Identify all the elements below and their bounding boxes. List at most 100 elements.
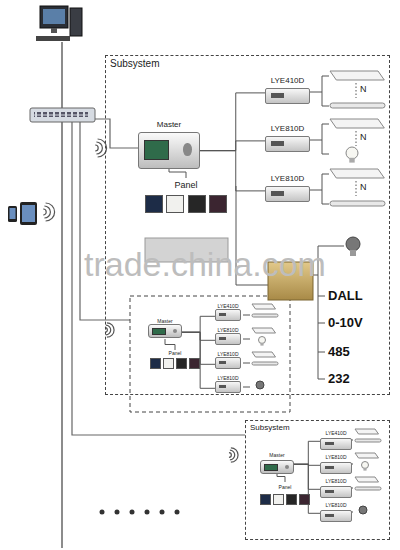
monitor: [40, 6, 68, 28]
dimmer-module: LYE810D: [215, 351, 241, 370]
dimmer-module: LYE410D: [265, 74, 310, 101]
subsystem-box: SubsystemMasterPanel LYE410D LYE810D LYE810…: [245, 420, 390, 540]
master-knob: [173, 329, 177, 333]
wall-panel: [163, 358, 174, 369]
terminal: [271, 191, 284, 196]
panel-lamp: [355, 453, 379, 458]
phone-screen: [10, 208, 16, 219]
terminal: [325, 466, 334, 469]
wall-panel: [150, 358, 161, 369]
phone: [8, 206, 17, 222]
device-label: Master: [138, 118, 200, 132]
tablet: [20, 202, 37, 225]
signal-name: DALL: [328, 288, 363, 304]
subsystem-title: Subsystem: [106, 56, 389, 72]
subsystem-title: Subsystem: [246, 421, 389, 435]
load-wire: [310, 124, 329, 154]
wifi-symbol: [44, 206, 50, 218]
wifi-symbol: [46, 203, 55, 221]
tube-lamp: [355, 439, 381, 442]
gateway-wires: [313, 246, 344, 379]
device-label: LYE810D: [215, 351, 241, 357]
device-label: Panel: [260, 482, 310, 492]
bulb-lamp: [362, 462, 369, 469]
dot: [175, 510, 180, 515]
panel-lamp: [252, 352, 276, 357]
keyboard: [36, 36, 70, 41]
converter-box: [145, 238, 228, 262]
panel-row: [150, 358, 200, 369]
dimmer-body: [320, 438, 352, 450]
dimmer-body: [320, 462, 352, 474]
dimmer-body: [320, 510, 352, 522]
signal-name: 485: [328, 344, 350, 360]
wifi-symbol: [43, 209, 46, 215]
panel-lamp: [355, 429, 379, 434]
bus-connector: [200, 151, 265, 191]
dimmer-body: [215, 333, 241, 345]
dimmer-body: [265, 186, 310, 202]
spotlight-head: [256, 381, 264, 389]
terminal: [271, 93, 284, 98]
bus-connector: [200, 141, 265, 151]
terminal: [271, 141, 284, 146]
dimmer-module: LYE810D: [265, 172, 310, 199]
network-wire: [72, 122, 245, 435]
master-controller: Master: [260, 450, 294, 471]
dimmer-body: [215, 309, 241, 321]
wall-panel: [273, 494, 284, 505]
tube-lamp: [355, 487, 381, 490]
load-wire: [243, 339, 250, 340]
device-label: LYE810D: [265, 172, 310, 186]
master-body: [138, 132, 200, 169]
wall-panel: [145, 195, 163, 213]
terminal: [219, 361, 226, 364]
network-switch: [30, 108, 95, 122]
tube-lamp: [252, 314, 278, 317]
device-label: LYE410D: [320, 428, 352, 438]
master-knob: [285, 465, 289, 469]
bulb-base: [260, 343, 263, 346]
dotted-line: [356, 83, 357, 98]
device-label: Panel: [145, 178, 227, 193]
tube-lamp: [330, 103, 385, 108]
dot: [100, 510, 105, 515]
tablet-screen: [22, 205, 35, 222]
spotlight-head: [359, 506, 367, 514]
wall-panel: [286, 494, 297, 505]
dimmer-body: [215, 381, 241, 393]
dot: [160, 510, 165, 515]
dot: [130, 510, 135, 515]
load-wire: [243, 363, 250, 364]
terminal: [219, 385, 226, 388]
bus-wire: [236, 186, 268, 285]
device-label: Master: [148, 318, 182, 324]
master-controller: Master: [148, 318, 182, 339]
device-label: LYE810D: [320, 476, 352, 486]
master-body: [260, 460, 294, 474]
dimmer-module: LYE410D: [320, 428, 352, 447]
device-label: LYE410D: [265, 74, 310, 88]
tube-lamp: [252, 362, 278, 365]
wall-panel: [166, 195, 184, 213]
wifi-symbol: [95, 145, 98, 151]
dimmer-module: LYE810D: [320, 476, 352, 495]
bulb-lamp: [346, 147, 358, 159]
panel-lamp: [252, 304, 276, 309]
bus-connector: [294, 464, 320, 489]
bus-connector: [294, 441, 320, 464]
dimmer-module: LYE810D: [320, 452, 352, 471]
wifi-symbol: [229, 453, 231, 458]
panel-group: Panel: [260, 482, 310, 504]
panel-row: [260, 494, 310, 505]
spotlight-base: [350, 250, 356, 256]
subsystem-box: SubsystemMasterPanelLYE410DLYE810DLYE810…: [105, 55, 390, 395]
wall-panel: [189, 358, 200, 369]
master-screen: [264, 464, 278, 472]
wall-panel: [176, 358, 187, 369]
load-wire: [243, 387, 250, 388]
bus-connector: [182, 316, 215, 332]
terminal: [325, 442, 334, 445]
panel-group: Panel: [150, 350, 200, 372]
master-body: [148, 324, 182, 338]
